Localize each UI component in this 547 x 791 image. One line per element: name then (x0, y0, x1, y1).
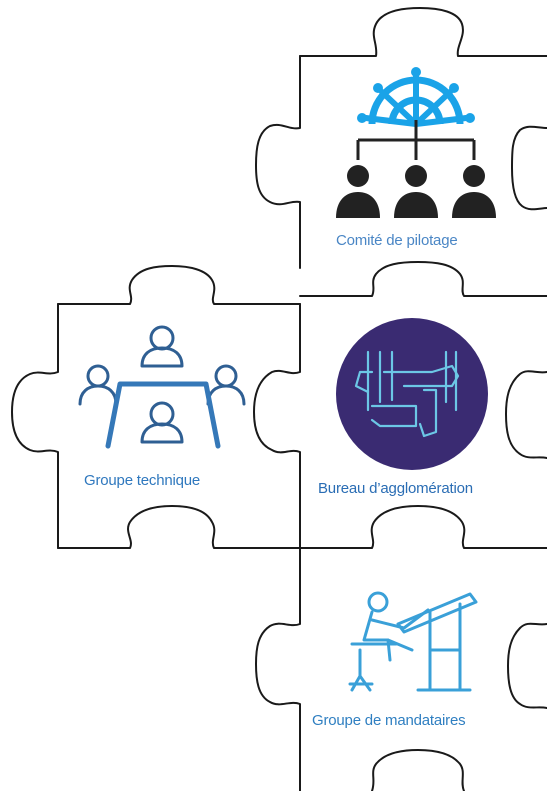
joined-hands-icon (336, 318, 488, 470)
puzzle-edge-bureau-right (505, 370, 547, 459)
puzzle-edge-mandataires-right (507, 622, 547, 709)
label-bureau-agglomeration: Bureau d’agglomération (318, 480, 473, 497)
puzzle-edge-technique-right (253, 303, 301, 549)
puzzle-edge-pilotage-left (255, 55, 301, 269)
puzzle-edge-pilotage-right (511, 125, 547, 211)
drafting-table-icon (348, 591, 478, 692)
puzzle-edge-technique-bottom (57, 505, 301, 549)
meeting-table-icon (78, 325, 246, 449)
puzzle-edge-mandataires-left (255, 547, 301, 791)
puzzle-piece-pilotage (299, 7, 547, 57)
puzzle-edge-bureau-bottom (299, 505, 547, 549)
puzzle-edge-mandataires-bottom (371, 749, 465, 791)
label-comite-de-pilotage: Comité de pilotage (336, 232, 458, 249)
puzzle-edge-pilotage-bottom (299, 261, 547, 297)
puzzle-edge-technique-top (57, 265, 301, 305)
puzzle-edge-technique-left (11, 303, 59, 549)
label-groupe-technique: Groupe technique (84, 472, 201, 489)
ship-wheel-hierarchy-icon (336, 67, 496, 218)
label-groupe-de-mandataires: Groupe de mandataires (312, 712, 466, 729)
